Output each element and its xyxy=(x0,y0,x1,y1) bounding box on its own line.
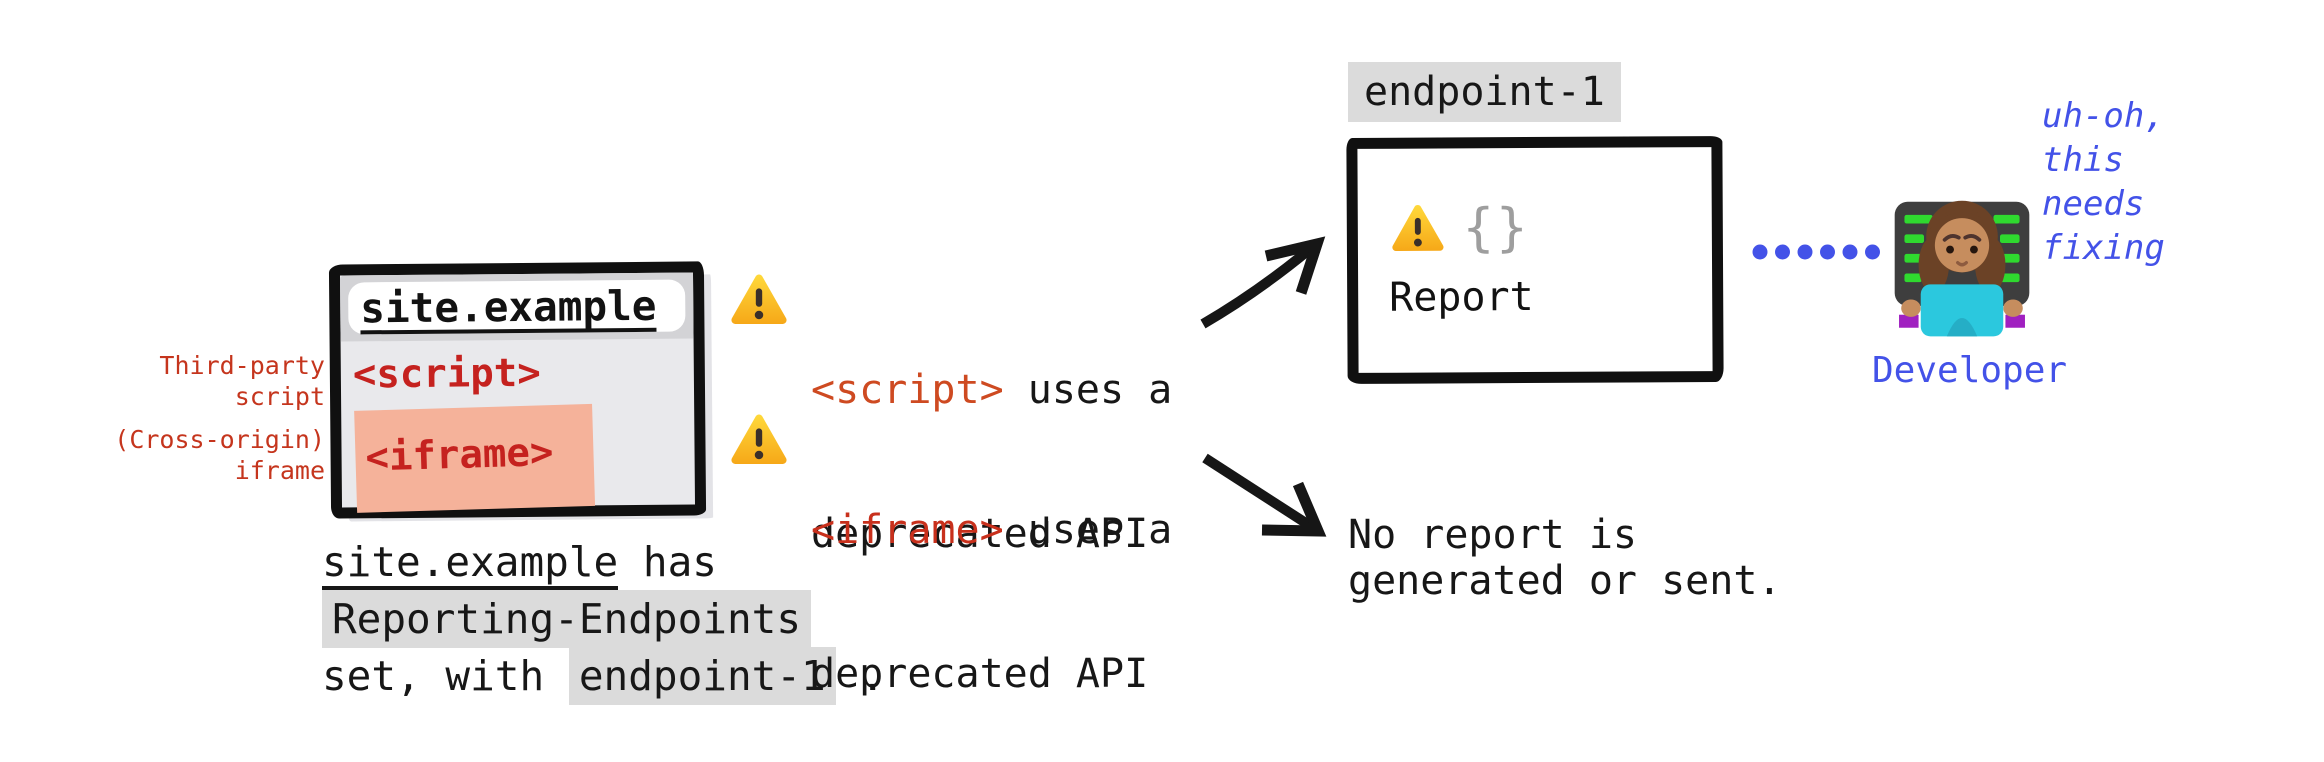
caption: site.example has Reporting-Endpoints set… xyxy=(322,534,885,705)
arrow-to-endpoint xyxy=(1200,236,1326,329)
caption-line-1: site.example has xyxy=(322,534,885,591)
site-url: site.example xyxy=(360,281,657,334)
caption-line3-post: . xyxy=(835,652,886,700)
iframe-warning-row: <iframe> uses a deprecated API xyxy=(728,412,1172,762)
endpoint-box-row: {} xyxy=(1389,197,1712,259)
woman-technologist-emoji xyxy=(1894,200,2030,337)
script-warning-line2: deprecated API xyxy=(811,511,1149,557)
script-tag-text: <script> xyxy=(352,350,541,398)
script-warning-line1: <script> uses a xyxy=(811,366,1172,414)
caption-line3-pre: set, with xyxy=(322,652,569,700)
developer-label: Developer xyxy=(1872,350,2068,391)
report-label: Report xyxy=(1389,274,1534,321)
reporting-endpoints-chip: Reporting-Endpoints xyxy=(322,590,811,648)
caption-line-3: set, with endpoint-1 . xyxy=(322,647,886,705)
site-example-window: site.example <script> <iframe> xyxy=(328,261,707,519)
endpoint-label: endpoint-1 xyxy=(1348,62,1621,122)
iframe-tag: <iframe> xyxy=(811,507,1004,553)
caption-line-2: Reporting-Endpoints xyxy=(322,590,885,648)
warning-icon xyxy=(728,272,790,328)
no-report-text: No report is generated or sent. xyxy=(1348,512,1782,604)
warning-icon xyxy=(1389,202,1447,254)
iframe-warning-line1: <iframe> uses a xyxy=(811,506,1172,554)
iframe-warning-text: <iframe> uses a deprecated API xyxy=(811,410,1172,762)
third-party-script-label: Third-party script xyxy=(159,351,325,411)
arrow-to-no-report xyxy=(1202,453,1327,537)
endpoint-box: {} Report xyxy=(1346,136,1724,384)
report-braces-icon: {} xyxy=(1462,198,1530,259)
url-pill: site.example xyxy=(348,279,686,335)
site-example-code: site.example xyxy=(322,538,619,590)
script-tag: <script> xyxy=(811,367,1004,413)
caption-line1-rest: has xyxy=(618,538,717,586)
window-titlebar: site.example xyxy=(339,272,694,342)
script-warning-text: <script> uses a deprecated API xyxy=(811,270,1172,654)
developer-speech-text: uh-oh, this needs fixing xyxy=(2042,96,2165,268)
cross-origin-iframe-label: (Cross-origin) iframe xyxy=(114,425,325,485)
script-warning-row: <script> uses a deprecated API xyxy=(728,272,1172,654)
iframe-warning-rest: uses a xyxy=(1003,507,1173,553)
iframe-tag-text: <iframe> xyxy=(364,430,554,481)
endpoint-1-chip: endpoint-1 xyxy=(568,647,836,705)
window-body: <script> <iframe> xyxy=(341,338,695,513)
script-warning-rest: uses a xyxy=(1003,367,1173,413)
iframe-warning-line2: deprecated API xyxy=(811,651,1149,697)
iframe-highlight: <iframe> xyxy=(354,403,596,513)
dotted-connector xyxy=(1752,244,1880,260)
warning-icon xyxy=(728,412,790,468)
